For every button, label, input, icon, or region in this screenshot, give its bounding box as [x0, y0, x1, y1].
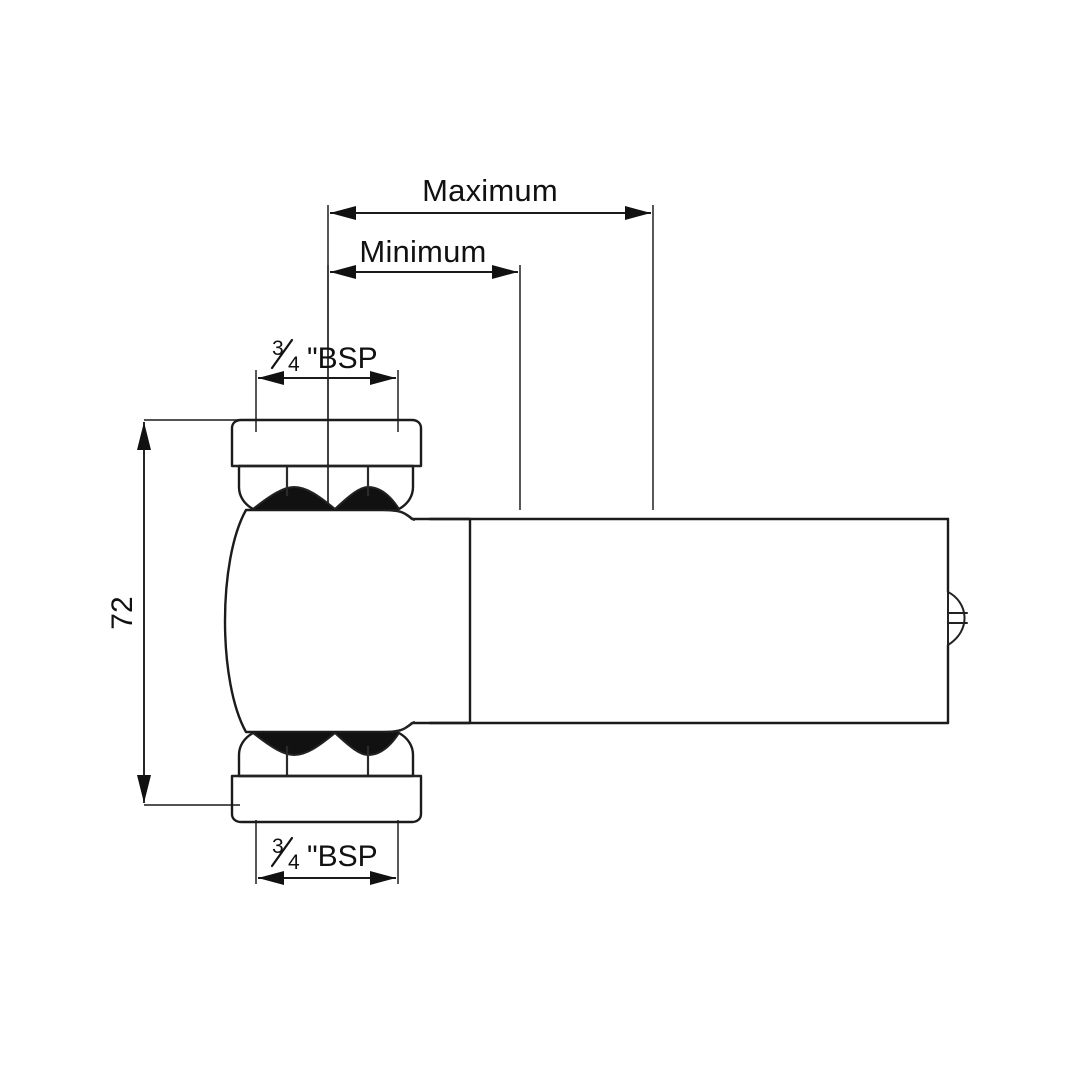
top-chamfer-arc-left — [253, 487, 335, 509]
bottom-thread-denominator: 4 — [288, 851, 300, 874]
height-arrow-top — [137, 422, 151, 450]
bottom-thread-arrow-right — [370, 871, 396, 885]
top-thread-numerator: 3 — [272, 337, 284, 360]
top-thread-dimension: 3 4 "BSP — [255, 337, 399, 432]
side-screw-dome — [947, 591, 966, 646]
spout-barrel — [428, 517, 950, 725]
top-thread-denominator: 4 — [288, 353, 300, 376]
top-cap-ring — [230, 418, 423, 468]
bottom-thread-fraction-slash — [270, 836, 294, 868]
minimum-arrow-right — [492, 265, 518, 279]
maximum-arrow-right — [625, 206, 651, 220]
top-chamfer-curve-left — [252, 485, 336, 510]
bottom-thread-arrow-left — [258, 871, 284, 885]
bottom-hex-nut — [230, 731, 423, 824]
minimum-label: Minimum — [359, 234, 486, 269]
bottom-chamfer-curve-left — [252, 732, 336, 757]
bottom-thread-numerator: 3 — [272, 835, 284, 858]
bottom-chamfer-arc-left — [253, 733, 335, 755]
spout-barrel-fill — [470, 519, 948, 723]
bottom-thread-suffix: "BSP — [307, 840, 378, 873]
top-thread-fraction-slash — [270, 338, 294, 370]
height-label: 72 — [106, 596, 139, 629]
minimum-dimension: Minimum — [327, 234, 521, 510]
maximum-label: Maximum — [422, 173, 558, 208]
minimum-arrow-left — [330, 265, 356, 279]
top-thread-arrow-right — [370, 371, 396, 385]
maximum-dimension: Maximum — [327, 173, 654, 510]
height-dimension: 72 — [106, 419, 240, 806]
bottom-cap-ring — [230, 774, 423, 824]
top-hex-nut — [230, 418, 423, 511]
height-arrow-bottom — [137, 775, 151, 803]
top-thread-arrow-left — [258, 371, 284, 385]
maximum-arrow-left — [330, 206, 356, 220]
side-screw-detail — [947, 591, 968, 646]
bottom-thread-dimension: 3 4 "BSP — [255, 820, 399, 885]
top-thread-suffix: "BSP — [307, 342, 378, 375]
